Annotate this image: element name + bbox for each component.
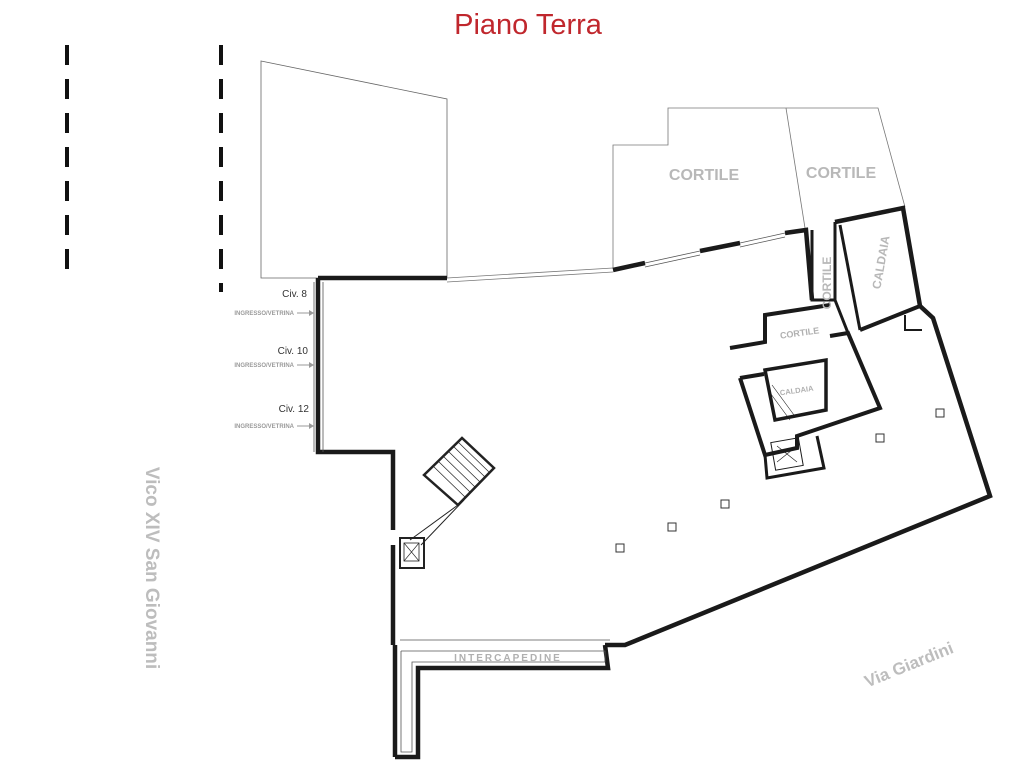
service-block xyxy=(729,222,922,480)
caldaia-small-label: CALDAIA xyxy=(779,384,814,398)
entrance-civ-8: Civ. 8 INGRESSO/VETRINA xyxy=(234,289,314,317)
street-label-west: Vico XIV San Giovanni xyxy=(141,467,162,669)
civ-number-10: Civ. 10 xyxy=(278,346,309,357)
cortile-label-2: CORTILE xyxy=(806,165,877,182)
entrance-label-8: INGRESSO/VETRINA xyxy=(234,311,294,317)
entrance-label-12: INGRESSO/VETRINA xyxy=(234,424,294,430)
lift-west xyxy=(399,537,425,569)
street-label-southeast: Via Giardini xyxy=(862,638,956,691)
main-walls xyxy=(315,205,993,760)
facade-thin-lines xyxy=(313,232,786,753)
civ-number-12: Civ. 12 xyxy=(279,404,310,415)
entrance-civ-12: Civ. 12 INGRESSO/VETRINA xyxy=(234,404,314,430)
caldaia-vertical-label: CALDAIA xyxy=(869,234,892,290)
intercapedine-label: INTERCAPEDINE xyxy=(454,653,562,664)
entrance-civ-10: Civ. 10 INGRESSO/VETRINA xyxy=(234,346,314,369)
entrance-label-10: INGRESSO/VETRINA xyxy=(234,363,294,369)
pillars xyxy=(615,408,945,553)
cortile-label-1: CORTILE xyxy=(669,167,740,184)
dashed-boundary-lines xyxy=(65,45,223,292)
cortile-small-label: CORTILE xyxy=(779,325,820,340)
plan-title: Piano Terra xyxy=(454,9,603,41)
cortile-vertical-label: CORTILE xyxy=(820,257,834,310)
courtyard-outlines xyxy=(446,107,906,283)
staircase-northwest xyxy=(409,436,496,546)
civ-number-8: Civ. 8 xyxy=(282,289,307,300)
adjacent-building-outline xyxy=(260,60,448,279)
